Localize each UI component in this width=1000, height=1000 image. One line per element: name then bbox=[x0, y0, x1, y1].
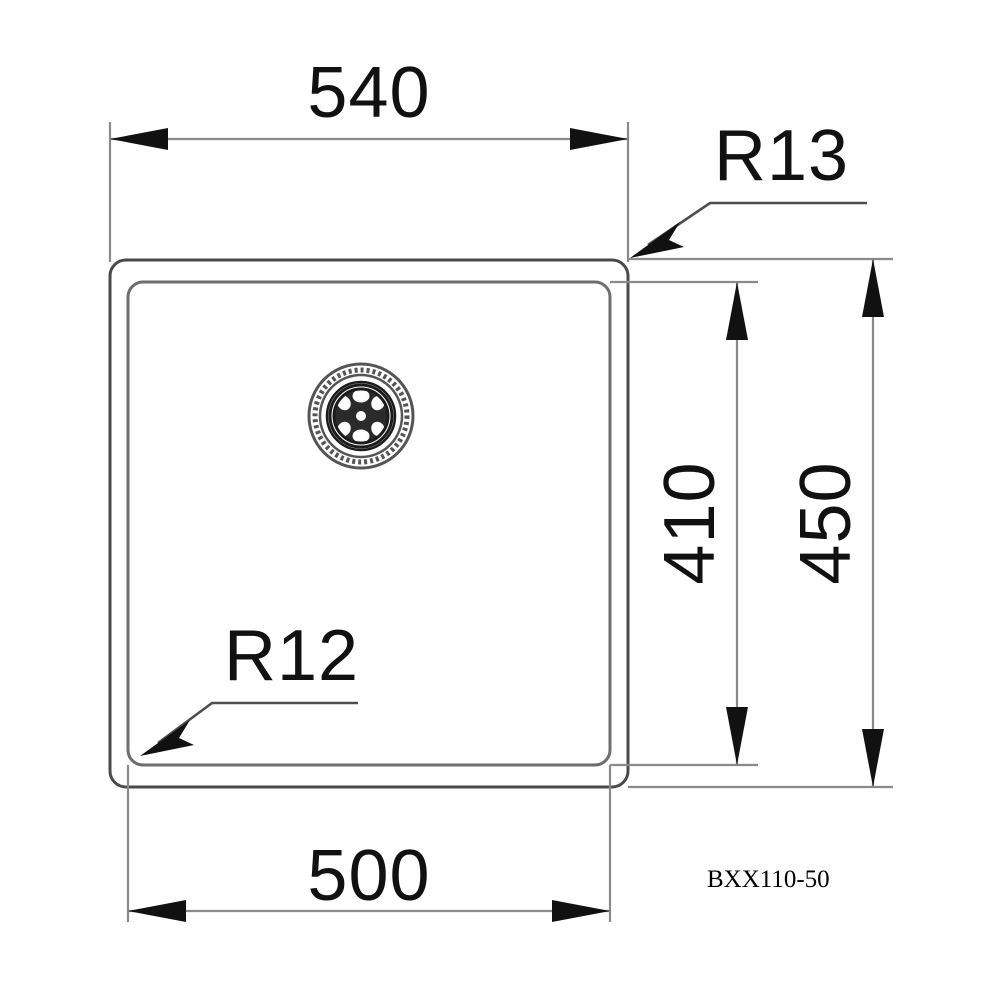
dimension-450-label: 450 bbox=[786, 461, 866, 584]
arrow-bottom bbox=[862, 729, 884, 787]
radius-r12-label: R12 bbox=[224, 616, 359, 696]
radius-callout-r13: R13 bbox=[630, 116, 867, 258]
dimension-500: 500 bbox=[126, 765, 612, 922]
arrow-bottom bbox=[726, 707, 748, 765]
arrow-right bbox=[570, 128, 628, 150]
sink-inner-bowl bbox=[126, 280, 612, 767]
drain-strainer bbox=[307, 362, 415, 470]
arrow-head bbox=[630, 222, 684, 258]
drain-hub bbox=[355, 410, 367, 422]
arrow-top bbox=[862, 259, 884, 317]
dimension-410-label: 410 bbox=[650, 461, 730, 584]
radius-callout-r12: R12 bbox=[140, 616, 359, 756]
dimension-540-label: 540 bbox=[307, 53, 430, 133]
dimension-540: 540 bbox=[108, 53, 630, 262]
dimension-500-label: 500 bbox=[307, 836, 430, 916]
dimension-410: 410 bbox=[610, 280, 758, 767]
arrow-head bbox=[140, 720, 194, 756]
arrow-right bbox=[552, 900, 610, 922]
sink-outer-rim bbox=[108, 258, 630, 789]
dimension-450: 450 bbox=[628, 257, 893, 789]
arrow-top bbox=[726, 282, 748, 340]
arrow-left bbox=[110, 128, 168, 150]
radius-r13-label: R13 bbox=[714, 116, 849, 196]
part-number-label: BXX110-50 bbox=[707, 866, 830, 893]
arrow-left bbox=[128, 900, 186, 922]
